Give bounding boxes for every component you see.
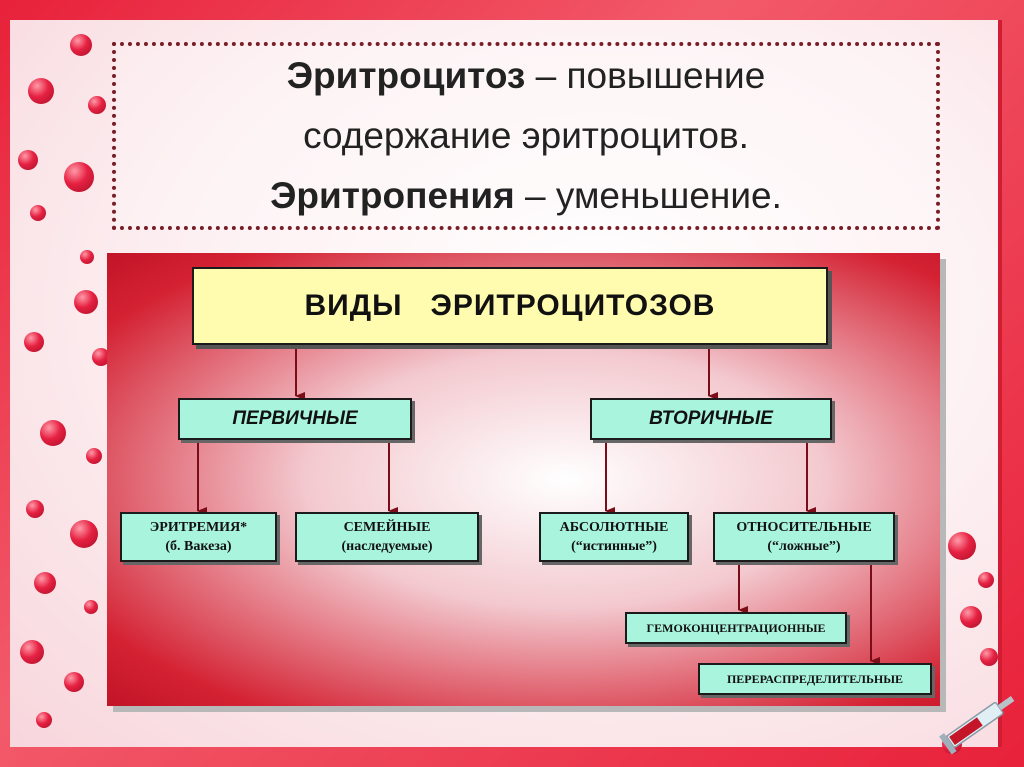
title-line-3-rest: – уменьшение. (515, 175, 782, 216)
title-line-3: Эритропения – уменьшение. (270, 166, 782, 226)
hemoconcentration-label: ГЕМОКОНЦЕНТРАЦИОННЫЕ (647, 621, 826, 636)
node-hemoconcentration: ГЕМОКОНЦЕНТРАЦИОННЫЕ (625, 612, 847, 644)
familial-line1: СЕМЕЙНЫЕ (344, 518, 431, 537)
title-line-1-rest: – повышение (525, 55, 765, 96)
erythremia-line1: ЭРИТРЕМИЯ* (150, 518, 247, 537)
title-line-2: содержание эритроцитов. (303, 106, 749, 166)
primary-label: ПЕРВИЧНЫЕ (232, 408, 357, 430)
term-erythrocytosis: Эритроцитоз (287, 55, 526, 96)
node-redistribution: ПЕРЕРАСПРЕДЕЛИТЕЛЬНЫЕ (698, 663, 932, 695)
term-erythropenia: Эритропения (270, 175, 515, 216)
node-erythremia: ЭРИТРЕМИЯ* (б. Вакеза) (120, 512, 277, 562)
node-absolute: АБСОЛЮТНЫЕ (“истинные”) (539, 512, 689, 562)
root-label: ВИДЫ ЭРИТРОЦИТОЗОВ (305, 289, 716, 323)
node-secondary: ВТОРИЧНЫЕ (590, 398, 832, 440)
title-box: Эритроцитоз – повышение содержание эритр… (112, 42, 940, 230)
absolute-line2: (“истинные”) (571, 537, 657, 556)
redistribution-label: ПЕРЕРАСПРЕДЕЛИТЕЛЬНЫЕ (727, 672, 903, 687)
node-primary: ПЕРВИЧНЫЕ (178, 398, 412, 440)
relative-line2: (“ложные”) (767, 537, 840, 556)
title-line-1: Эритроцитоз – повышение (287, 46, 766, 106)
secondary-label: ВТОРИЧНЫЕ (649, 408, 773, 430)
absolute-line1: АБСОЛЮТНЫЕ (560, 518, 669, 537)
node-familial: СЕМЕЙНЫЕ (наследуемые) (295, 512, 479, 562)
erythrocytosis-types-diagram: ВИДЫ ЭРИТРОЦИТОЗОВ ПЕРВИЧНЫЕ ВТОРИЧНЫЕ Э… (107, 253, 940, 706)
node-relative: ОТНОСИТЕЛЬНЫЕ (“ложные”) (713, 512, 895, 562)
erythremia-line2: (б. Вакеза) (165, 537, 231, 556)
syringe-icon (934, 677, 1024, 767)
relative-line1: ОТНОСИТЕЛЬНЫЕ (736, 518, 871, 537)
node-root: ВИДЫ ЭРИТРОЦИТОЗОВ (192, 267, 828, 345)
familial-line2: (наследуемые) (341, 537, 432, 556)
